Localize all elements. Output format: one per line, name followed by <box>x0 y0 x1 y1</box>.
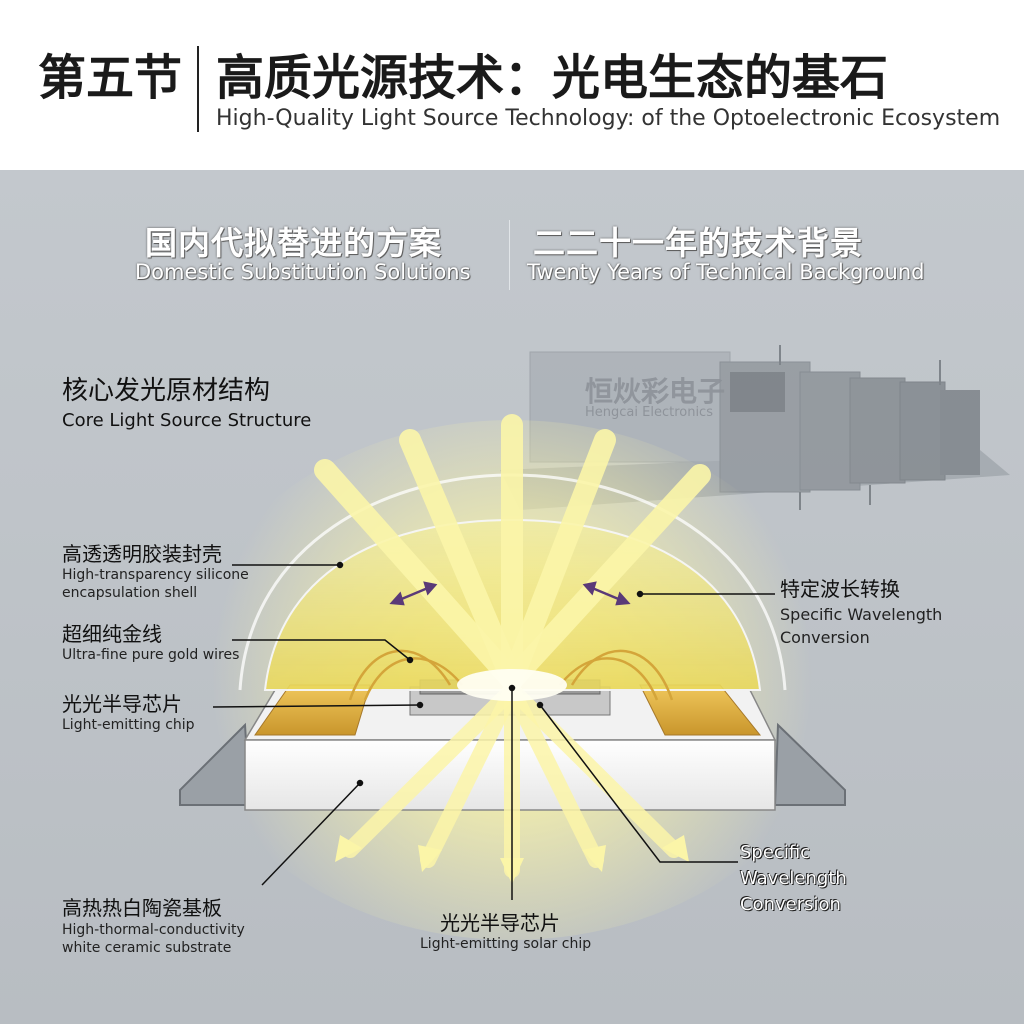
chip2-label-cn: 光光半导芯片 <box>440 911 560 935</box>
banner-right-en: Twenty Years of Technical Background <box>527 260 925 284</box>
leader-lines <box>212 561 775 900</box>
banner-left-en: Domestic Substitution Solutions <box>135 260 471 284</box>
conversion2-label-en-3: Conversion <box>740 894 841 915</box>
core-structure-en: Core Light Source Structure <box>62 410 312 431</box>
banner-right-cn: 二二十一年的技术背景 <box>533 224 864 262</box>
core-structure-cn: 核心发光原材结构 <box>62 376 271 406</box>
diagram-stage: 国内代拟替进的方案 Domestic Substitution Solution… <box>0 170 1024 1024</box>
lead-frame <box>179 722 846 806</box>
substrate-label-cn: 高热热白陶瓷基板 <box>62 896 222 920</box>
conversion2-label-en-2: Wavelength <box>740 868 847 889</box>
led-diagram <box>179 345 1010 940</box>
gold-wire-label-en: Ultra-fine pure gold wires <box>62 647 240 663</box>
shell-label-en-2: encapsulation shell <box>62 585 198 601</box>
conversion2-label-en-1: Specific <box>740 842 811 863</box>
section-number: 第五节 <box>38 50 183 106</box>
header-divider <box>197 46 199 132</box>
conversion-label-en-1: Specific Wavelength <box>780 605 943 624</box>
shell-label-en-1: High-transparency silicone <box>62 567 249 583</box>
chip-label-cn: 光光半导芯片 <box>62 692 182 716</box>
banner-left-cn: 国内代拟替进的方案 <box>145 224 443 262</box>
factory-name-en: Hengcai Electronics <box>585 405 713 420</box>
header: 第五节 高质光源技术：光电生态的基石 High-Quality Light So… <box>0 0 1024 170</box>
banner-divider <box>509 220 510 290</box>
page-subtitle: High-Quality Light Source Technology: of… <box>216 106 1001 131</box>
conversion-label-cn: 特定波长转换 <box>780 577 900 601</box>
page-title: 高质光源技术：光电生态的基石 <box>216 50 889 106</box>
gold-wire-label-cn: 超细纯金线 <box>62 622 162 646</box>
substrate-label-en-2: white ceramic substrate <box>62 940 232 956</box>
substrate-label-en-1: High-thormal-conductivity <box>62 922 245 938</box>
conversion-label-en-2: Conversion <box>780 628 870 647</box>
factory-name-cn: 恒炏彩电子 <box>585 375 726 408</box>
conversion-arrows <box>389 581 631 606</box>
chip-label-en: Light-emitting chip <box>62 717 195 733</box>
shell-label-cn: 高透透明胶装封壳 <box>62 542 222 566</box>
chip2-label-en: Light-emitting solar chip <box>420 936 592 952</box>
